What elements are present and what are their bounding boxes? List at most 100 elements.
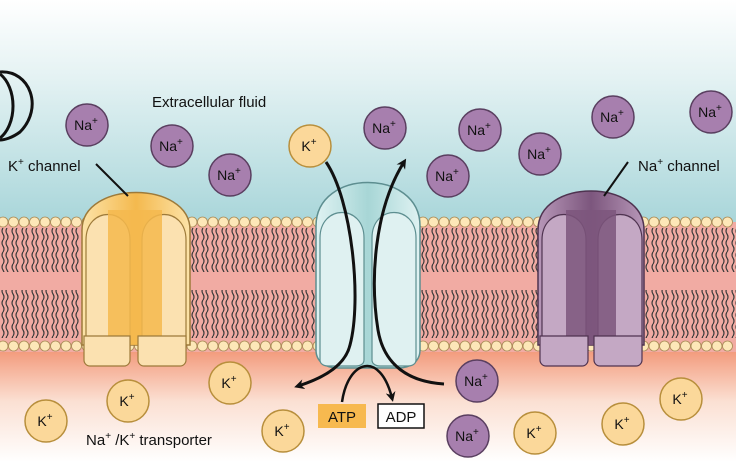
phospholipid-head <box>690 340 702 352</box>
phospholipid-head <box>512 340 523 352</box>
phospholipid-head <box>18 340 30 352</box>
phospholipid-head <box>291 216 303 228</box>
ion-label: K+ <box>614 415 629 432</box>
potassium-ion: K+ <box>261 409 305 453</box>
potassium-ion: K+ <box>208 361 252 405</box>
phospholipid-head <box>207 216 219 228</box>
ion-label: Na+ <box>467 121 491 138</box>
phospholipid-head <box>39 216 51 228</box>
phospholipid-head <box>302 216 313 228</box>
phospholipid-head <box>722 216 733 228</box>
sodium-ion: Na+ <box>455 359 499 403</box>
phospholipid-head <box>18 216 30 228</box>
ion-label: K+ <box>119 392 134 409</box>
phospholipid-head <box>39 340 51 352</box>
phospholipid-head <box>491 216 502 228</box>
phospholipid-head <box>249 216 261 228</box>
phospholipid-head <box>50 216 61 228</box>
na-channel <box>537 190 645 367</box>
phospholipid-head <box>680 216 691 228</box>
phospholipid-head <box>281 216 292 228</box>
phospholipid-head <box>449 216 460 228</box>
atp-label: ATP <box>328 409 356 426</box>
phospholipid-head <box>711 216 723 228</box>
ion-label: Na+ <box>435 167 459 184</box>
phospholipid-head <box>459 340 471 352</box>
phospholipid-head <box>470 216 481 228</box>
phospholipid-head <box>480 340 492 352</box>
phospholipid-head <box>522 340 534 352</box>
phospholipid-head <box>449 340 460 352</box>
na-k-transporter <box>315 181 421 369</box>
phospholipid-head <box>659 216 670 228</box>
phospholipid-head <box>291 340 303 352</box>
phospholipid-head <box>648 216 660 228</box>
phospholipid-head <box>470 340 481 352</box>
phospholipid-head <box>239 340 250 352</box>
ion-label: Na+ <box>464 372 488 389</box>
phospholipid-head <box>207 340 219 352</box>
phospholipid-head <box>428 216 439 228</box>
ion-label: K+ <box>274 422 289 439</box>
potassium-ion: K+ <box>288 124 332 168</box>
ion-label: K+ <box>526 424 541 441</box>
extracellular-fluid-label: Extracellular fluid <box>152 94 266 111</box>
phospholipid-head <box>428 340 439 352</box>
ion-label: Na+ <box>372 119 396 136</box>
phospholipid-head <box>648 340 660 352</box>
phospholipid-head <box>501 216 513 228</box>
sodium-ion: Na+ <box>591 95 635 139</box>
ion-label: Na+ <box>159 137 183 154</box>
phospholipid-head <box>512 216 523 228</box>
phospholipid-head <box>480 216 492 228</box>
atp-box <box>318 404 366 428</box>
adp-box <box>377 403 425 429</box>
potassium-ion: K+ <box>659 377 703 421</box>
phospholipid-head <box>197 216 208 228</box>
sodium-ion: Na+ <box>150 124 194 168</box>
phospholipid-head <box>501 340 513 352</box>
sodium-ion: Na+ <box>458 108 502 152</box>
ion-label: K+ <box>221 374 236 391</box>
cell-outline-arc <box>0 72 15 140</box>
k-channel <box>81 191 191 367</box>
potassium-ion: K+ <box>24 399 68 443</box>
phospholipid-head <box>659 340 670 352</box>
phospholipid-head <box>270 340 282 352</box>
phospholipid-head <box>270 216 282 228</box>
phospholipid-head <box>8 216 19 228</box>
phospholipid-head <box>60 216 72 228</box>
phospholipid-head <box>669 216 681 228</box>
potassium-ion: K+ <box>513 411 557 455</box>
sodium-ion: Na+ <box>65 103 109 147</box>
phospholipid-head <box>0 216 9 228</box>
k-channel-label: K+ channel <box>8 157 81 175</box>
ion-label: Na+ <box>217 166 241 183</box>
sodium-ion: Na+ <box>689 90 733 134</box>
ion-label: Na+ <box>698 103 722 120</box>
phospholipid-head <box>669 340 681 352</box>
ion-label: Na+ <box>74 116 98 133</box>
ion-label: Na+ <box>600 108 624 125</box>
phospholipid-head <box>281 340 292 352</box>
sodium-ion: Na+ <box>446 414 490 458</box>
sodium-ion: Na+ <box>363 106 407 150</box>
na-channel-label: Na+ channel <box>638 157 720 175</box>
ion-label: K+ <box>672 390 687 407</box>
potassium-ion: K+ <box>106 379 150 423</box>
phospholipid-head <box>239 216 250 228</box>
phospholipid-head <box>701 340 712 352</box>
potassium-ion: K+ <box>601 402 645 446</box>
phospholipid-head <box>260 216 271 228</box>
adp-label: ADP <box>386 409 417 426</box>
phospholipid-head <box>0 340 9 352</box>
phospholipid-head <box>438 216 450 228</box>
na-efflux-arrow <box>372 158 445 386</box>
phospholipid-head <box>701 216 712 228</box>
phospholipid-head <box>711 340 723 352</box>
phospholipid-head <box>722 340 733 352</box>
phospholipid-head <box>228 216 240 228</box>
cell-outline <box>0 70 34 142</box>
phospholipid-head <box>680 340 691 352</box>
